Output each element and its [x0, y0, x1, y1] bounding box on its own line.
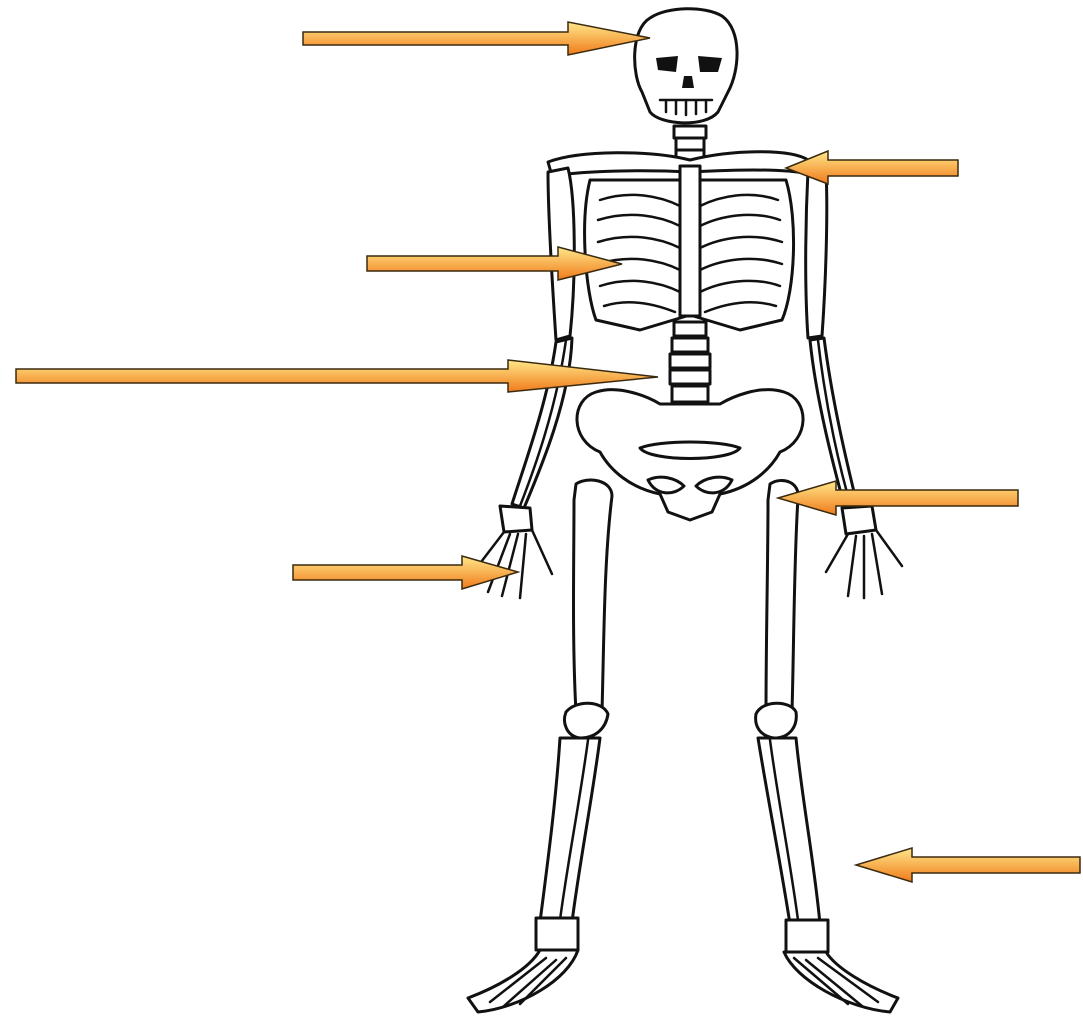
ribcage — [585, 166, 794, 330]
neck — [674, 126, 706, 160]
left-leg — [540, 480, 612, 922]
right-leg — [756, 480, 820, 924]
arrow-ankle — [856, 848, 1080, 882]
right-foot — [784, 920, 898, 1012]
arrow-skull — [303, 22, 650, 55]
arrows — [16, 22, 1080, 882]
skeleton-figure — [468, 9, 902, 1012]
right-arm — [806, 170, 858, 512]
right-hand — [826, 506, 902, 598]
left-hand — [478, 506, 552, 598]
left-arm — [512, 168, 574, 508]
left-foot — [468, 918, 578, 1012]
skull — [635, 9, 737, 123]
spine — [670, 322, 710, 402]
arrow-hand — [293, 556, 518, 589]
arrow-hip — [778, 481, 1018, 515]
